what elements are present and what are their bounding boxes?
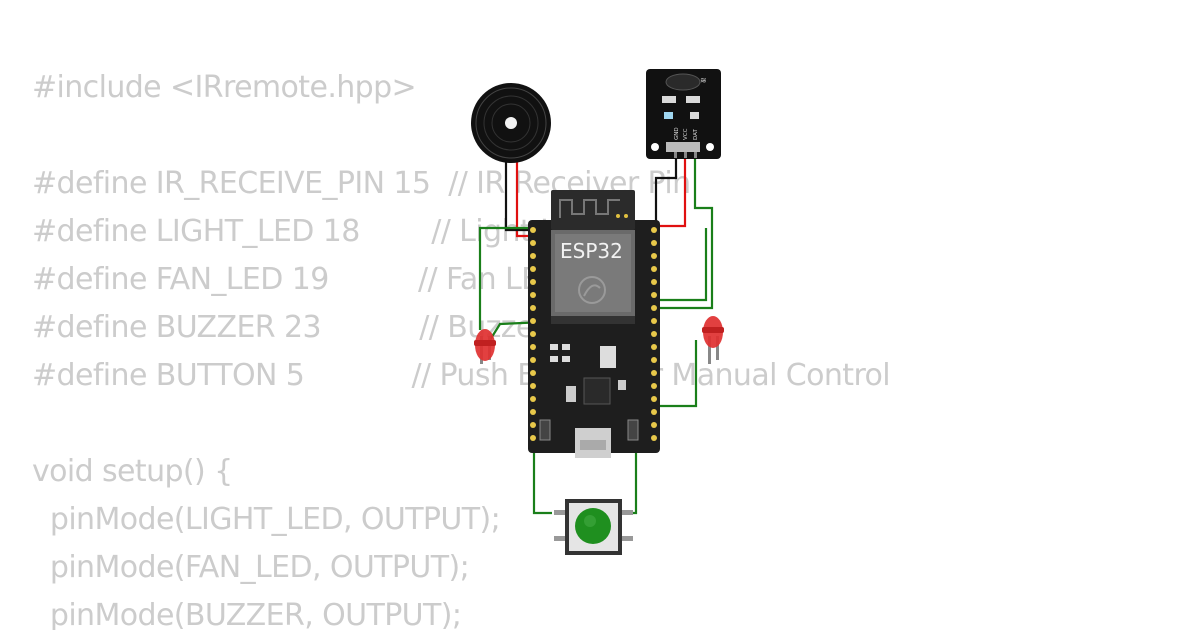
led-right[interactable] — [702, 316, 724, 364]
wire-ir-dat[interactable] — [652, 150, 714, 310]
esp32-left-pin-header — [530, 227, 536, 441]
espressif-logo-icon — [578, 276, 606, 304]
ir-pin-label-gnd: GND — [674, 127, 680, 140]
code-line: #include <IRremote.hpp> — [32, 70, 417, 105]
push-button[interactable] — [554, 499, 633, 555]
ir-pin-label-dat: DAT — [693, 129, 699, 140]
wire-buzzer-black[interactable] — [504, 160, 545, 232]
code-line: #define FAN_LED 19 // Fan LED — [32, 262, 563, 297]
ir-pin-label-vcc: VCC — [683, 128, 689, 140]
esp32-right-pin-header — [651, 227, 657, 441]
wire-led-left[interactable] — [478, 226, 540, 330]
code-line: pinMode(FAN_LED, OUTPUT); — [32, 550, 470, 585]
code-line: void setup() { — [32, 454, 233, 489]
code-editor-background: #include <IRremote.hpp> #define IR_RECEIV… — [32, 64, 1192, 630]
ir-wave-icon: ≋ — [700, 76, 707, 85]
code-line: pinMode(LIGHT_LED, OUTPUT); — [32, 502, 501, 537]
code-line: pinMode(BUZZER, OUTPUT); — [32, 598, 462, 630]
ir-receiver-module[interactable]: ≋ GND VCC DAT — [646, 69, 721, 159]
buzzer[interactable] — [471, 83, 551, 163]
code-line: #define IR_RECEIVE_PIN 15 // IR Receiver… — [32, 166, 691, 201]
wire-led-right-gnd[interactable] — [654, 340, 698, 408]
wire-led-right[interactable] — [660, 228, 708, 302]
esp32-board[interactable]: ESP32 — [528, 190, 660, 458]
wire-ir-vcc[interactable] — [654, 150, 687, 228]
led-left[interactable] — [474, 329, 496, 364]
esp32-label: ESP32 — [560, 239, 623, 263]
